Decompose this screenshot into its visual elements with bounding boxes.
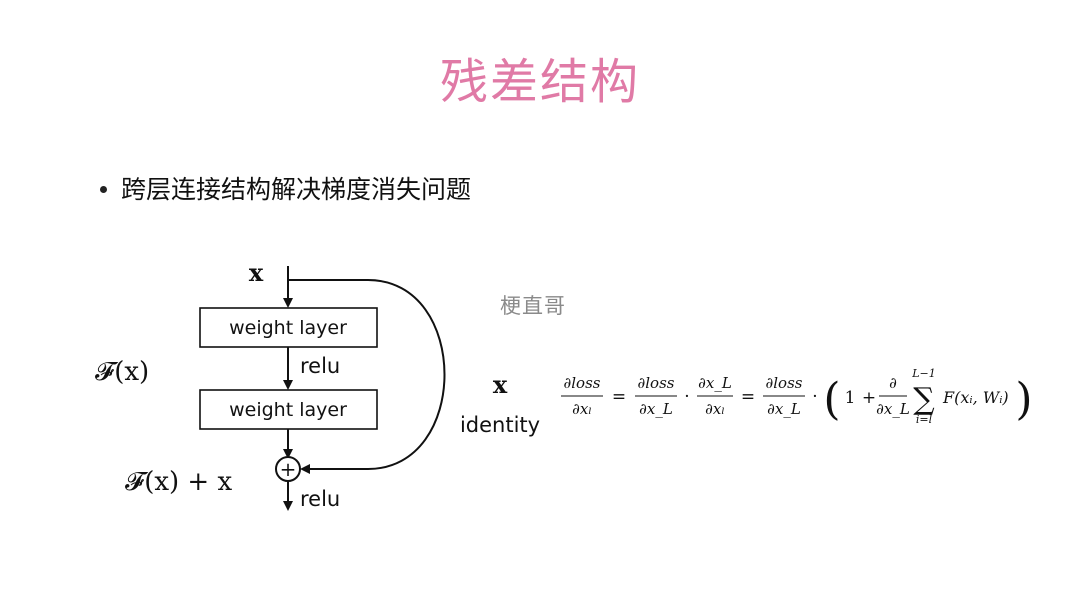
weight-layer-1-label: weight layer xyxy=(229,317,347,339)
residual-function-label: 𝓕(x) xyxy=(95,357,149,387)
eq-right-paren: ) xyxy=(1015,374,1032,425)
eq-f3-denominator: ∂x_L xyxy=(767,400,801,418)
input-label: x xyxy=(249,258,264,287)
weight-layer-2 xyxy=(199,389,378,430)
eq-f2-numerator: ∂x_L xyxy=(698,374,732,392)
identity-label: identity xyxy=(460,413,540,437)
eq-lhs-numerator: ∂loss xyxy=(564,374,601,392)
plus-icon: + xyxy=(280,457,297,481)
eq-f4-denominator: ∂x_L xyxy=(876,400,910,418)
bullet-dot-icon xyxy=(100,185,107,193)
eq-left-paren: ( xyxy=(823,374,840,425)
bullet-point: 跨层连接结构解决梯度消失问题 xyxy=(100,170,471,206)
bullet-text: 跨层连接结构解决梯度消失问题 xyxy=(121,175,472,204)
eq-one: 1 xyxy=(845,388,856,408)
eq-lhs-denominator: ∂xₗ xyxy=(572,400,592,418)
eq-equals-2: = xyxy=(741,387,755,407)
eq-term: F(xᵢ, Wᵢ) xyxy=(942,388,1009,407)
eq-f3-numerator: ∂loss xyxy=(766,374,803,392)
eq-sum-upper: L−1 xyxy=(911,367,936,380)
shortcut-var-label: x xyxy=(493,370,508,399)
weight-layer-1 xyxy=(199,307,378,348)
eq-f1-numerator: ∂loss xyxy=(638,374,675,392)
eq-dot-2: · xyxy=(812,387,817,407)
eq-sum-lower: i=l xyxy=(916,413,933,426)
watermark: 梗直哥 xyxy=(500,294,566,318)
weight-layer-2-label: weight layer xyxy=(229,399,347,421)
eq-f1-denominator: ∂x_L xyxy=(639,400,673,418)
eq-plus: + xyxy=(862,388,876,408)
eq-dot-1: · xyxy=(684,387,689,407)
sigma-icon: ∑ xyxy=(913,382,935,417)
eq-f4-numerator: ∂ xyxy=(889,374,897,392)
eq-equals-1: = xyxy=(612,387,626,407)
sum-label: 𝓕(x) + x xyxy=(125,467,232,497)
eq-f2-denominator: ∂xₗ xyxy=(705,400,725,418)
relu-2-label: relu xyxy=(300,487,340,511)
identity-shortcut xyxy=(288,279,446,474)
relu-1-label: relu xyxy=(300,354,340,378)
gradient-equation: ∂loss ∂xₗ = ∂loss ∂x_L · ∂x_L ∂xₗ = ∂los… xyxy=(561,367,1033,426)
slide-title: 残差结构 xyxy=(439,54,640,110)
